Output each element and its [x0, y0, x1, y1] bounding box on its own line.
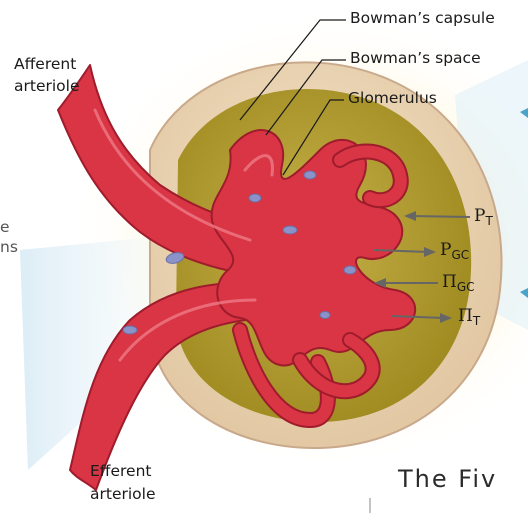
force-label-pit: ΠT	[458, 306, 480, 328]
cropped-text-left-1: e	[0, 218, 10, 237]
force-label-pt: PT	[474, 206, 493, 228]
label-afferent-arteriole: arteriole	[14, 77, 80, 96]
label-efferent: Efferent	[90, 462, 151, 481]
label-bowmans-space: Bowman’s space	[350, 49, 481, 68]
force-label-pigc: ΠGC	[442, 272, 475, 294]
label-afferent: Afferent	[14, 55, 76, 74]
label-efferent-arteriole: arteriole	[90, 485, 156, 504]
label-bowmans-capsule: Bowman’s capsule	[350, 9, 495, 28]
cropped-heading: The Fiv	[398, 465, 497, 493]
cropped-text-left-2: ns	[0, 238, 18, 257]
label-glomerulus: Glomerulus	[348, 89, 437, 108]
force-label-pgc: PGC	[440, 240, 469, 262]
